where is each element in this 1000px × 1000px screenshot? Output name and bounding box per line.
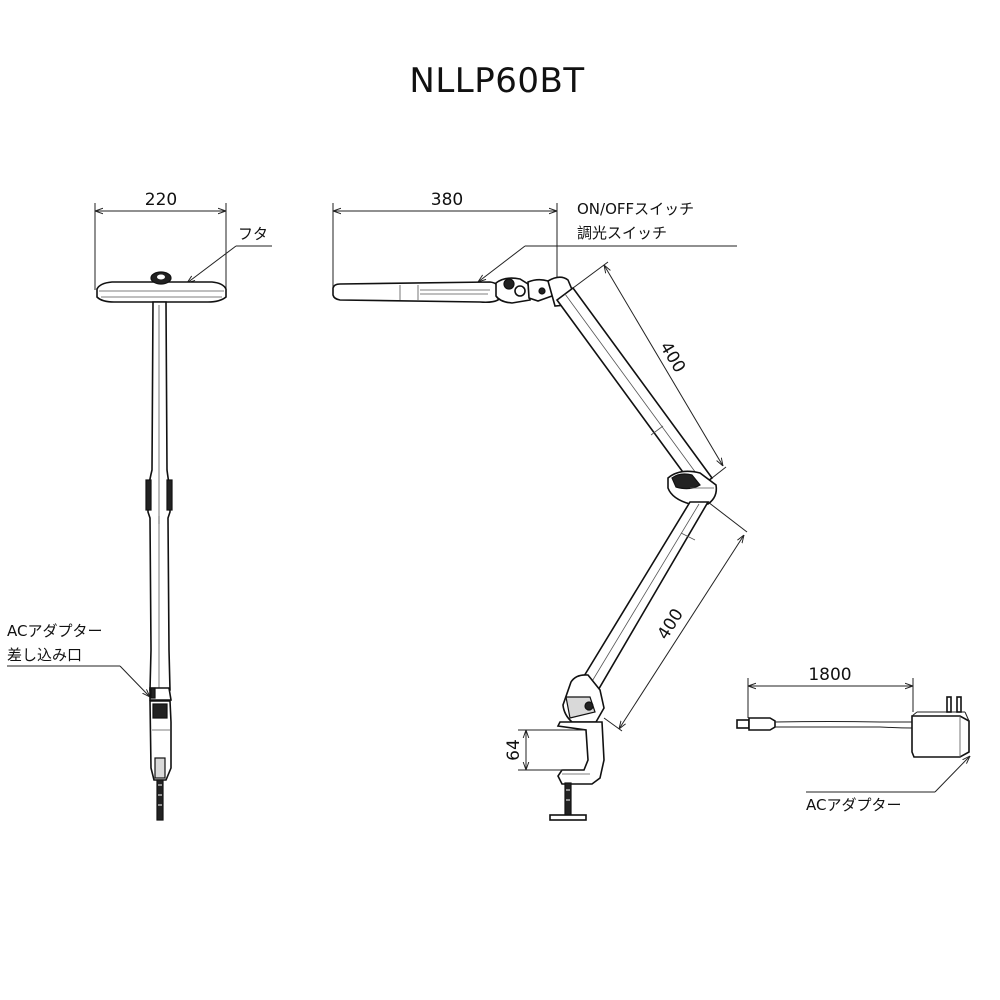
dim-lower-arm: 400 (654, 605, 688, 643)
dim-cable-length: 1800 (808, 665, 851, 685)
adapter-port-label-line2: 差し込み口 (7, 646, 82, 664)
lamp-head-side (332, 281, 501, 304)
ac-adapter-label: ACアダプター (806, 796, 901, 814)
lid-leader-line (187, 245, 237, 283)
dim-head-width: 220 (145, 190, 177, 210)
dim-line-upper-arm (604, 265, 723, 466)
dim-extension-upper-end (711, 466, 727, 479)
dim-line-lower-arm (619, 535, 744, 729)
ac-adapter-view: 1800 ACアダプター (736, 665, 970, 814)
cable-outer (774, 726, 913, 729)
hinge-pin (514, 285, 526, 297)
clamp-block (152, 703, 168, 719)
connector-pin (538, 287, 546, 295)
clamp-side (556, 721, 605, 785)
upper-arm-centerline (564, 293, 705, 485)
dim-extension-upper-start (572, 261, 609, 289)
front-view: 220 フタ ACアダプター 差し込み口 (7, 190, 272, 821)
lid-label: フタ (238, 225, 268, 243)
adapter-port (150, 687, 156, 699)
adapter-top-edge-right (964, 711, 970, 722)
plug-prong-1 (946, 696, 952, 713)
plug-prong-2 (956, 696, 962, 713)
dim-clamp-height: 64 (504, 739, 524, 761)
dim-extension-lower-start (707, 501, 748, 533)
hinge-knob (503, 278, 515, 290)
dc-plug (748, 717, 776, 731)
dim-upper-arm: 400 (655, 338, 689, 376)
adapter-leader-line (934, 756, 970, 793)
cable (774, 721, 912, 723)
switch-leader-line (478, 245, 526, 282)
joint-knob-left (145, 479, 152, 511)
model-title: NLLP60BT (409, 61, 584, 101)
clamp-handle (549, 814, 587, 821)
middle-joint-cap (671, 473, 701, 490)
base-elbow-pin (584, 701, 594, 711)
side-view: 380 ON/OFFスイッチ 調光スイッチ (332, 190, 748, 821)
lamp-head-front (96, 281, 227, 303)
lid-cap-highlight (157, 274, 165, 280)
clamp-jaw (154, 757, 166, 779)
dim-head-length: 380 (431, 190, 463, 210)
lower-arm-centerline (587, 503, 700, 689)
adapter-port-label-line1: ACアダプター (7, 622, 102, 640)
joint-knob-right (166, 479, 173, 511)
dimmer-switch-label: 調光スイッチ (577, 224, 667, 242)
ac-adapter-body (911, 715, 970, 758)
adapter-port-leader-line (119, 665, 150, 697)
clamp-screw-front (156, 779, 164, 821)
on-off-switch-label: ON/OFFスイッチ (577, 200, 694, 218)
adapter-top-edge-left (911, 711, 918, 717)
dc-plug-tip (736, 719, 750, 729)
